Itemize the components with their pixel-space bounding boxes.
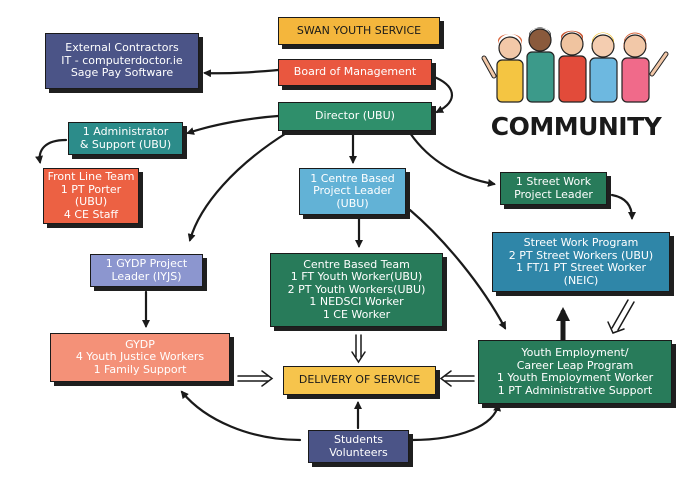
- box-line: 1 CE Worker: [322, 307, 391, 321]
- box-line: Centre Based Team: [303, 257, 410, 271]
- box-line: 4 Youth Justice Workers: [75, 350, 205, 364]
- box-line: Board of Management: [293, 65, 417, 79]
- box-line: Sage Pay Software: [70, 66, 174, 80]
- box-line: 1 PT Porter: [60, 182, 122, 196]
- box-delivery-of-service: DELIVERY OF SERVICE: [283, 366, 436, 395]
- box-line: 1 FT Youth Worker(UBU): [290, 270, 423, 284]
- box-line: Volunteers: [329, 445, 388, 459]
- box-line: SWAN YOUTH SERVICE: [296, 23, 422, 37]
- box-line: Director (UBU): [315, 109, 395, 123]
- box-line: Project Leader: [313, 184, 392, 198]
- box-line: Students: [333, 433, 384, 446]
- box-board-of-management: Board of Management: [278, 59, 432, 86]
- box-line: Project Leader: [514, 187, 593, 201]
- box-line: 1 FT/1 PT Street Worker: [515, 261, 647, 274]
- box-line: 2 PT Street Workers (UBU): [508, 248, 654, 262]
- box-line: 1 NEDSCI Worker: [309, 295, 404, 309]
- box-line: Leader (IYJS): [111, 269, 182, 283]
- box-line: 1 Centre Based: [310, 171, 395, 185]
- box-line: External Contractors: [65, 41, 179, 55]
- box-line: 1 Street Work: [515, 175, 592, 188]
- box-line: Youth Employment/: [521, 346, 629, 359]
- box-line: 1 Administrator: [82, 125, 169, 138]
- box-line: Career Leap Program: [516, 358, 634, 372]
- box-line: 1 PT Administrative Support: [497, 383, 653, 397]
- box-swan-youth-service: SWAN YOUTH SERVICE: [278, 17, 440, 45]
- box-line: (NEIC): [563, 273, 599, 287]
- box-line: 4 CE Staff: [63, 207, 119, 221]
- box-line: 1 Family Support: [93, 362, 187, 376]
- box-director: Director (UBU): [278, 102, 432, 131]
- box-line: IT - computerdoctor.ie: [61, 53, 183, 67]
- box-line: Street Work Program: [523, 236, 639, 249]
- box-line: GYDP: [125, 337, 155, 351]
- community-label: COMMUNITY: [490, 112, 662, 141]
- box-line: 1 Youth Employment Worker: [496, 371, 654, 384]
- box-line: & Support (UBU): [79, 137, 172, 151]
- box-line: DELIVERY OF SERVICE: [298, 373, 421, 387]
- box-line: 1 GYDP Project: [105, 257, 188, 270]
- community-people-illustration: [481, 27, 669, 103]
- box-administrator: 1 Administrator& Support (UBU): [68, 122, 183, 155]
- box-line: 2 PT Youth Workers(UBU): [287, 282, 426, 296]
- box-line: (UBU): [336, 196, 369, 210]
- box-line: Front Line Team: [47, 170, 135, 183]
- box-line: (UBU): [74, 195, 108, 208]
